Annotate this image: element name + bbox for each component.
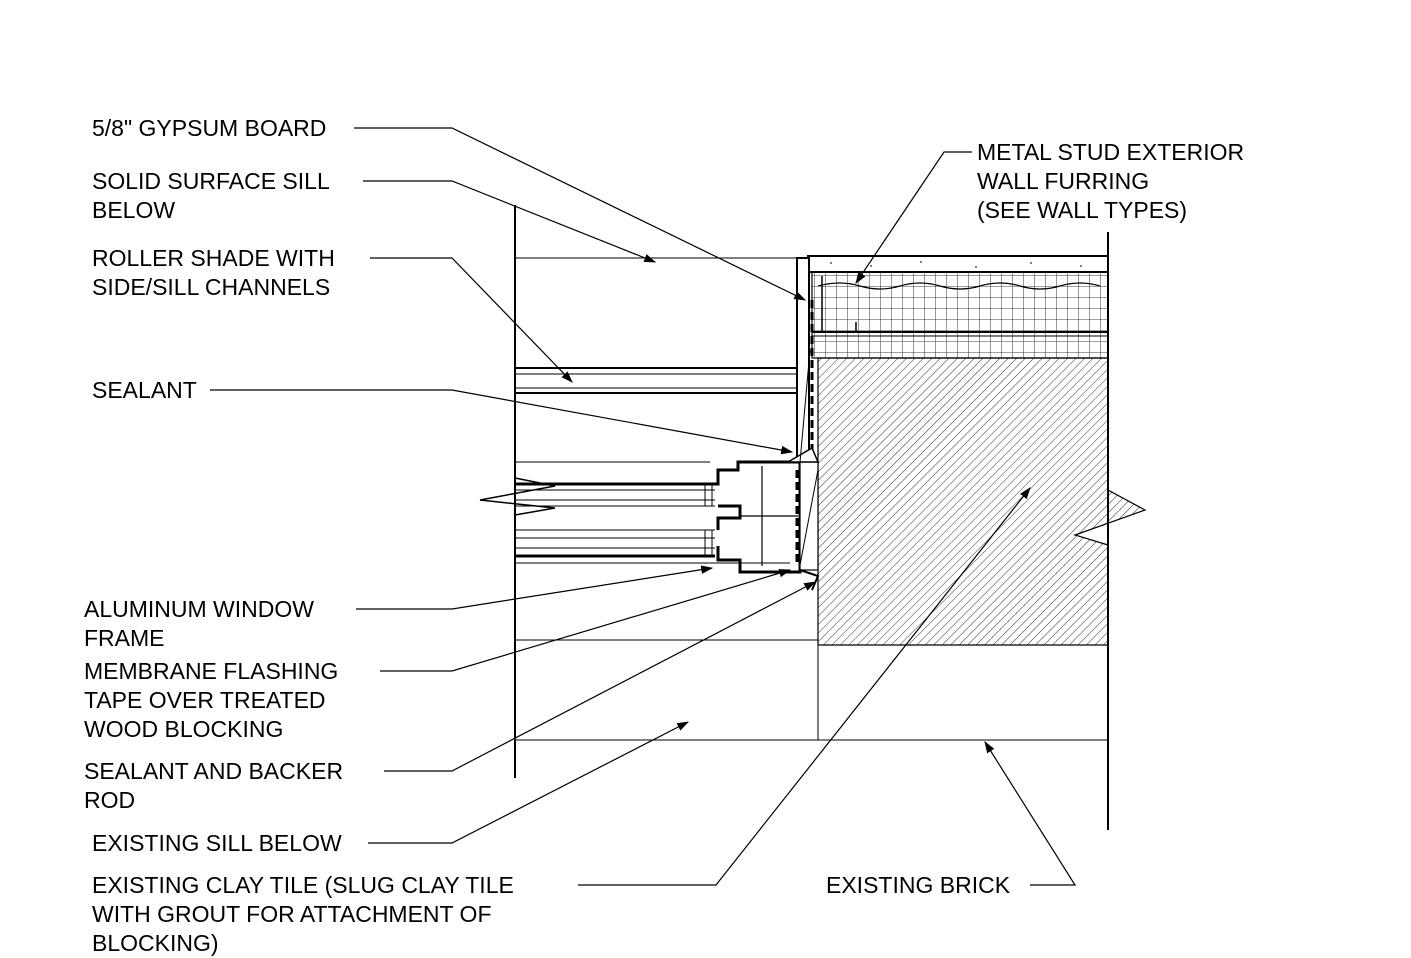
leader-membrane [380, 569, 792, 672]
leader-sealant [210, 389, 794, 455]
leader-stud [855, 151, 972, 284]
label-gypsum-board: 5/8" GYPSUM BOARD [92, 115, 327, 141]
metal-stud-profile [821, 276, 857, 333]
gypsum-board-horizontal [807, 255, 1109, 273]
clay-tile-hatch [817, 357, 1147, 646]
leader-clay [578, 487, 1031, 886]
stud-insulation-wave [817, 282, 1101, 290]
leader-shade [370, 257, 573, 383]
leader-existing-sill [368, 721, 690, 844]
leader-frame [356, 565, 714, 610]
leader-sill [363, 180, 657, 263]
label-existing-brick: EXISTING BRICK [826, 872, 1011, 898]
label-existing-sill: EXISTING SILL BELOW [92, 830, 342, 856]
label-sealant: SEALANT [92, 377, 197, 403]
leader-backer [384, 581, 817, 772]
leader-gypsum [354, 127, 807, 301]
leader-brick [984, 740, 1077, 886]
